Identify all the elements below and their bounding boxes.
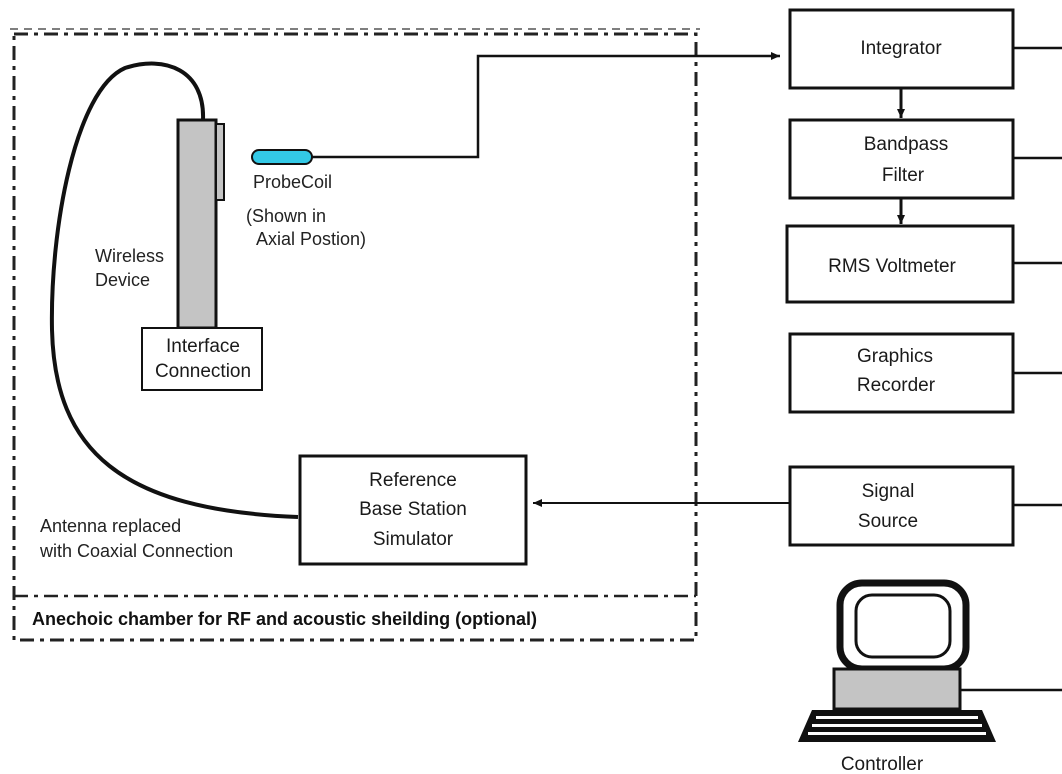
base-station-simulator-line1: Reference [369, 470, 457, 491]
signal-source-line1: Signal [862, 481, 915, 502]
monitor-screen [854, 593, 952, 659]
controller-label: Controller [841, 754, 924, 774]
graphics-recorder-box [788, 332, 1015, 414]
probe-position-note-line1: (Shown in [246, 206, 326, 226]
probe-position-note-line2: Axial Postion) [256, 229, 366, 249]
base-station-simulator: Reference Base Station Simulator [298, 454, 528, 566]
graphics-recorder-line2: Recorder [857, 375, 936, 396]
wireless-device: Wireless Device [95, 118, 225, 330]
anechoic-chamber: Anechoic chamber for RF and acoustic she… [10, 28, 700, 642]
bandpass-filter-box [788, 118, 1015, 200]
bandpass-filter: Bandpass Filter [788, 118, 1015, 200]
base-station-simulator-line3: Simulator [373, 529, 454, 550]
coaxial-cable [49, 61, 299, 519]
signal-source-box [788, 465, 1015, 547]
integrator: Integrator [788, 8, 1015, 90]
controller-bus [960, 46, 1062, 692]
bandpass-filter-line2: Filter [882, 165, 925, 186]
antenna-note-line2: with Coaxial Connection [39, 541, 233, 561]
wireless-device-side-button [215, 123, 225, 201]
interface-connection-line2: Connection [155, 361, 251, 382]
interface-connection-line1: Interface [166, 336, 240, 357]
chamber-outline [12, 32, 698, 642]
wireless-device-label-line2: Device [95, 270, 150, 290]
probe-coil: ProbeCoil (Shown in Axial Postion) [246, 149, 366, 249]
rms-voltmeter-box [785, 224, 1015, 304]
integrator-label: Integrator [860, 38, 942, 59]
signal-source-line2: Source [858, 511, 918, 532]
bandpass-filter-line1: Bandpass [864, 134, 949, 155]
keyboard-keys [808, 716, 986, 735]
graphics-recorder: Graphics Recorder [788, 332, 1015, 414]
controller-computer: Controller [798, 579, 996, 774]
signal-source: Signal Source [788, 465, 1015, 547]
rms-voltmeter-label: RMS Voltmeter [828, 256, 956, 277]
wireless-device-label-line1: Wireless [95, 246, 164, 266]
computer-base [832, 667, 962, 711]
wireless-device-body [176, 118, 218, 330]
base-station-simulator-line2: Base Station [359, 499, 467, 520]
interface-connection: Interface Connection [141, 327, 263, 391]
probe-coil-label: ProbeCoil [253, 172, 332, 192]
integrator-box [788, 8, 1015, 90]
probe-lead [312, 52, 780, 159]
probe-coil-body [251, 149, 313, 165]
base-station-simulator-box [298, 454, 528, 566]
interface-connection-box [141, 327, 263, 391]
chamber-caption: Anechoic chamber for RF and acoustic she… [32, 609, 537, 629]
graphics-recorder-line1: Graphics [857, 346, 933, 367]
antenna-note-line1: Antenna replaced [40, 516, 181, 536]
rms-voltmeter: RMS Voltmeter [785, 224, 1015, 304]
